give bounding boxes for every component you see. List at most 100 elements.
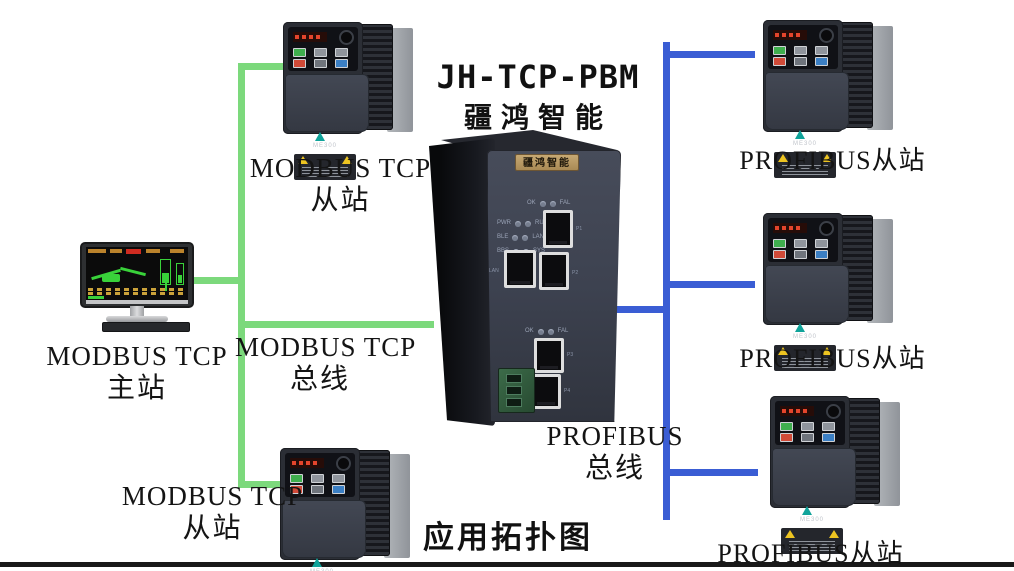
vfd-button-blue (822, 433, 835, 442)
keyboard (102, 322, 190, 332)
vfd-button-blue (815, 250, 828, 259)
pwr-led-icon (515, 220, 521, 227)
vfd-button-green (773, 239, 786, 248)
bottom-border-line (0, 562, 1014, 567)
led-label-run: RUN (535, 220, 548, 226)
vfd-drive: ME300 (763, 213, 897, 371)
led-label-ble: BLE (497, 234, 509, 240)
scada-toolbar-segment (110, 249, 122, 253)
ethernet-port-p2 (539, 252, 569, 290)
power-terminal-block (498, 368, 535, 413)
label-line: 主站 (106, 373, 167, 404)
label-line: 从站 (310, 185, 371, 216)
port-label-lan: LAN (489, 268, 499, 274)
vfd-control-panel (768, 25, 838, 69)
port-label-p1: P1 (576, 226, 583, 232)
vfd-model-label: ME300 (792, 141, 817, 147)
monitor-stand (130, 306, 144, 318)
vfd-control-panel (775, 401, 845, 445)
vfd-display (290, 458, 324, 468)
vfd-control-panel (288, 27, 358, 71)
warning-text-lines (782, 165, 828, 176)
gateway-device: 疆鸿智能 OK FAL PWR RUN BLE LAN BBS (425, 128, 621, 430)
vfd-button-gray (794, 250, 807, 259)
vfd-button-green (290, 474, 303, 483)
label-profibus-slave-middle: PROFIBUS从站 (739, 344, 926, 373)
label-profibus-bus: PROFIBUS 总线 (540, 420, 690, 486)
port-label-p4: P4 (564, 388, 571, 394)
vfd-button-red (293, 59, 306, 68)
vfd-button-gray (822, 422, 835, 431)
footer-caption: 应用拓扑图 (423, 520, 593, 555)
led-label-ok: OK (527, 200, 536, 206)
delta-logo-icon (312, 558, 322, 567)
led-label-sys: SYS (533, 248, 546, 254)
label-line: MODBUS TCP (46, 341, 228, 371)
run-led-icon (525, 220, 531, 227)
delta-logo-icon (802, 506, 812, 515)
label-line: 从站 (182, 513, 243, 544)
led-label-lan: LAN (532, 234, 545, 240)
gateway-side-face (429, 138, 495, 426)
modbus-trunk-line (238, 63, 245, 488)
gateway-nameplate: 疆鸿智能 (515, 154, 579, 171)
vfd-button-gray (794, 57, 807, 66)
vfd-model-label: ME300 (304, 569, 340, 571)
label-profibus-slave-top: PROFIBUS从站 (739, 146, 926, 175)
vfd-control-panel (285, 453, 355, 497)
vfd-button-gray (314, 48, 327, 57)
vfd-control-panel (768, 218, 838, 262)
ethernet-port-p1 (543, 210, 573, 248)
led-label-fal2: FAL (557, 328, 569, 334)
warning-text-lines (782, 358, 828, 369)
vfd-button-gray (801, 433, 814, 442)
vfd-button-gray (815, 239, 828, 248)
warning-text-lines (789, 541, 835, 552)
profibus-branch-top-slave (669, 51, 755, 58)
vfd-button-green (773, 46, 786, 55)
vfd-dial-knob (336, 456, 351, 471)
scada-tank-graphic (160, 259, 171, 285)
vfd-drive: ME300 (763, 20, 897, 178)
delta-logo-icon (315, 132, 325, 141)
modbus-branch-bottom-slave (238, 481, 282, 488)
profibus-branch-gateway (584, 306, 666, 313)
vfd-button-blue (332, 485, 345, 494)
delta-logo-icon (795, 323, 805, 332)
profibus-branch-bottom-slave (669, 469, 758, 476)
ble-led-icon (512, 234, 519, 241)
fal-led-icon (549, 200, 556, 207)
fal2-led-icon (547, 328, 554, 335)
scada-data-row (88, 288, 186, 291)
modbus-branch-top-slave (238, 63, 290, 70)
modbus-branch-master (194, 277, 242, 284)
scada-data-row (88, 292, 186, 295)
scada-tank-graphic (176, 263, 184, 285)
led-label-bbs: BBS (497, 248, 510, 254)
vfd-warning-label (774, 152, 836, 178)
vfd-drive: ME300 (283, 22, 417, 180)
modbus-master-pc (80, 242, 194, 342)
vfd-button-gray (311, 485, 324, 494)
label-modbus-slave-bottom: MODBUS TCP 从站 (120, 480, 305, 546)
led-label-fal: FAL (559, 200, 571, 206)
vfd-display (773, 30, 807, 40)
monitor-chin (86, 300, 188, 304)
scada-toolbar-segment (146, 249, 160, 253)
vfd-button-gray (332, 474, 345, 483)
warning-icon (298, 156, 308, 164)
vfd-drive: ME300 (280, 448, 414, 571)
vfd-model-label: ME300 (792, 334, 817, 340)
vfd-button-red (290, 485, 303, 494)
warning-icon (342, 156, 352, 164)
port-label-p3: P3 (567, 352, 574, 358)
led-label-pwr: PWR (497, 220, 511, 226)
warning-icon (822, 347, 832, 355)
warning-icon (778, 154, 788, 162)
vfd-button-red (780, 433, 793, 442)
scada-toolbar-segment (88, 249, 106, 253)
scada-screen (86, 247, 188, 300)
label-modbus-bus: MODBUS TCP 总线 (235, 331, 415, 397)
ethernet-port-lan (504, 250, 536, 288)
